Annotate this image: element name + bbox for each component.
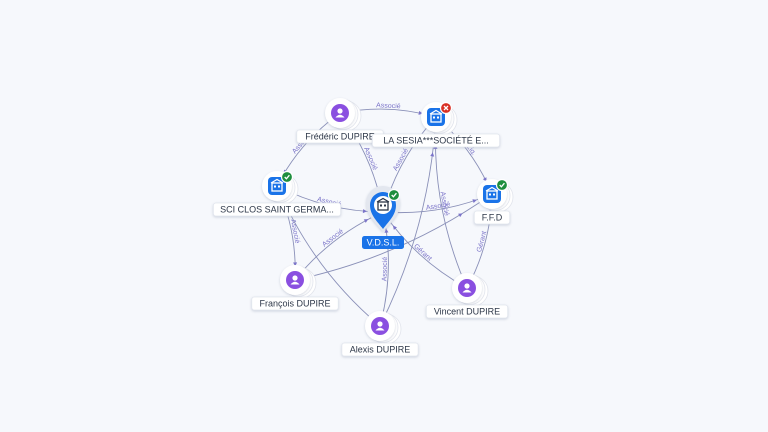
edge-arrow-icon: [384, 228, 389, 233]
node-lasesia[interactable]: LA SESIA***SOCIÉTÉ E...: [371, 101, 501, 148]
node-label-pill: [212, 202, 342, 217]
node-vincent[interactable]: Vincent DUPIRE: [425, 273, 509, 319]
edge-label: Gérant: [412, 243, 433, 263]
edge-label: Associé: [382, 257, 390, 282]
node-sci[interactable]: SCI CLOS SAINT GERMA...: [212, 170, 342, 217]
node-ffd[interactable]: F.F.D: [473, 178, 514, 225]
person-icon: [335, 108, 345, 118]
node-label: SCI CLOS SAINT GERMA...: [220, 205, 334, 215]
closed-badge-icon: [439, 101, 453, 115]
edge-label: Associé: [376, 102, 401, 110]
node-label: Frédéric DUPIRE: [305, 132, 375, 142]
edge-label: Gérant: [476, 230, 488, 253]
edge-arrow-icon: [362, 209, 367, 214]
node-label: V.D.S.L.: [367, 238, 400, 248]
node-frederic[interactable]: Frédéric DUPIRE: [296, 98, 384, 144]
edge-label: Associé: [289, 219, 301, 244]
edge-label: Associé: [392, 147, 410, 172]
edge-arrow-icon: [458, 213, 463, 218]
building-icon: [485, 186, 499, 200]
edge-arrow-icon: [293, 262, 298, 267]
person-icon: [375, 321, 385, 331]
node-label-pill: [473, 210, 511, 225]
person-icon: [462, 283, 472, 293]
edge-label: Associé: [321, 228, 345, 249]
building-icon: [270, 178, 284, 192]
active-badge-icon: [280, 170, 294, 184]
node-alexis[interactable]: Alexis DUPIRE: [341, 311, 419, 357]
active-badge-icon: [387, 188, 401, 202]
node-label: Alexis DUPIRE: [350, 345, 411, 355]
active-badge-icon: [495, 178, 509, 192]
node-label-pill: [371, 133, 501, 148]
building-icon: [376, 197, 390, 211]
node-francois[interactable]: François DUPIRE: [251, 265, 339, 311]
node-label-pill: [425, 304, 509, 319]
node-label: Vincent DUPIRE: [434, 307, 500, 317]
node-vdsl[interactable]: V.D.S.L.: [362, 186, 404, 249]
edge-label: Associé: [439, 191, 450, 216]
nodes-layer: Frédéric DUPIRE LA SESIA***SOCIÉTÉ E... SC…: [212, 98, 514, 357]
node-label-pill: [362, 236, 404, 249]
edge-arrow-icon: [363, 219, 369, 223]
node-label: F.F.D: [482, 213, 503, 223]
edge-arrow-icon: [430, 152, 435, 157]
node-label-pill: [251, 296, 339, 311]
node-label: François DUPIRE: [259, 299, 330, 309]
edge-arrow-icon: [392, 225, 397, 230]
edge-vincent-vdsl: Gérant: [382, 211, 468, 289]
person-icon: [290, 275, 300, 285]
node-label: LA SESIA***SOCIÉTÉ E...: [383, 136, 489, 146]
node-label-pill: [341, 342, 419, 357]
edge-label: Associé: [425, 201, 450, 212]
building-icon: [429, 109, 443, 123]
edge-arrow-icon: [472, 199, 477, 204]
